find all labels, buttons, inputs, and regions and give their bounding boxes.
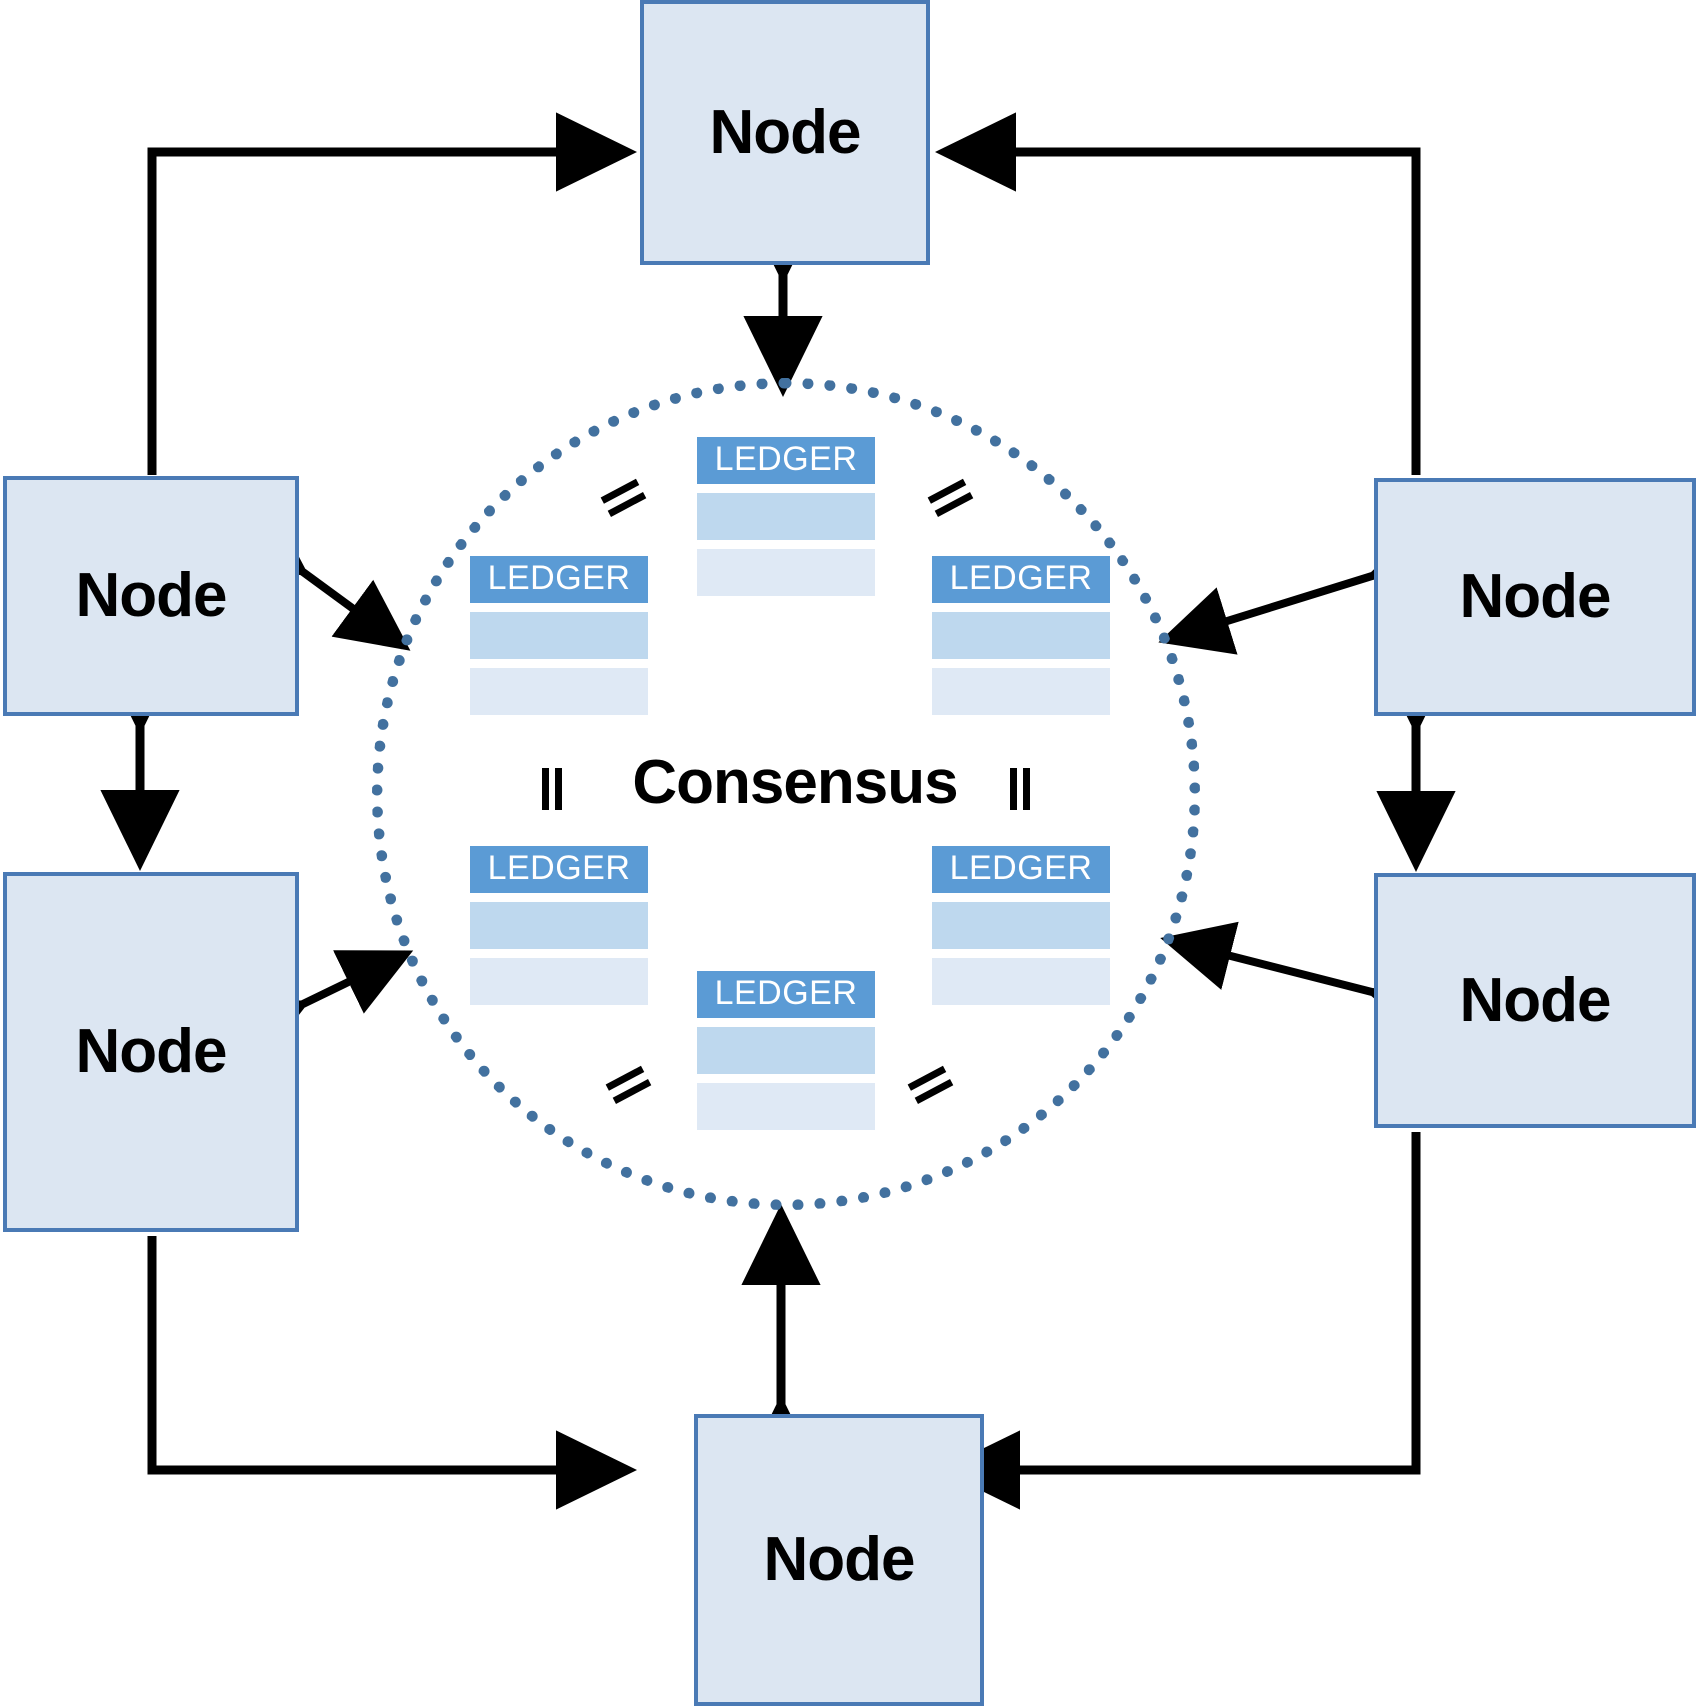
equals-icon: [540, 768, 566, 810]
wire-leftlower-to-bottom: [147, 1236, 637, 1510]
ledger-row: [932, 958, 1110, 1005]
node-label: Node: [75, 561, 228, 630]
wire-rightupper-to-consensus: [1158, 523, 1444, 655]
node-label: Node: [75, 1017, 228, 1086]
ledger-card-upper-left[interactable]: LEDGER: [470, 556, 648, 715]
ledger-header: LEDGER: [470, 556, 648, 603]
ledger-header: LEDGER: [932, 556, 1110, 603]
ledger-row: [697, 493, 875, 540]
ledger-card-lower-right[interactable]: LEDGER: [932, 846, 1110, 1005]
wire-leftlower-to-consensus: [230, 950, 414, 1064]
ledger-row: [697, 1083, 875, 1130]
node-right-lower[interactable]: Node: [1374, 873, 1696, 1128]
wire-leftupper-to-top: [147, 112, 637, 475]
ledger-header: LEDGER: [697, 971, 875, 1018]
consensus-label: Consensus: [632, 748, 958, 817]
node-label: Node: [709, 97, 862, 167]
node-label: Node: [763, 1525, 916, 1594]
ledger-row: [697, 1027, 875, 1074]
ledger-row: [470, 902, 648, 949]
node-label: Node: [1459, 965, 1612, 1035]
node-right-upper[interactable]: Node: [1374, 478, 1696, 716]
ledger-row: [932, 902, 1110, 949]
node-left-upper[interactable]: Node: [3, 476, 299, 716]
ledger-row: [932, 612, 1110, 659]
ledger-row: [932, 668, 1110, 715]
equals-icon: [1008, 768, 1034, 810]
ledger-card-upper-right[interactable]: LEDGER: [932, 556, 1110, 715]
ledger-row: [697, 549, 875, 596]
ledger-row: [470, 668, 648, 715]
ledger-header: LEDGER: [932, 846, 1110, 893]
ledger-row: [470, 958, 648, 1005]
wire-rightupper-to-top: [935, 112, 1421, 475]
node-label: Node: [1459, 562, 1612, 631]
ledger-header: LEDGER: [697, 437, 875, 484]
node-top[interactable]: Node: [640, 0, 930, 265]
node-bottom[interactable]: Node: [694, 1414, 984, 1706]
ledger-card-top[interactable]: LEDGER: [697, 437, 875, 596]
ledger-row: [470, 612, 648, 659]
ledger-header: LEDGER: [470, 846, 648, 893]
node-left-lower[interactable]: Node: [3, 872, 299, 1232]
ledger-card-lower-left[interactable]: LEDGER: [470, 846, 648, 1005]
ledger-card-bottom[interactable]: LEDGER: [697, 971, 875, 1130]
wire-rightlower-to-consensus: [1160, 921, 1443, 1042]
consensus-boundary-circle: [372, 378, 1200, 1210]
wire-rightlower-to-bottom: [939, 1132, 1421, 1510]
wire-leftupper-to-consensus: [230, 505, 411, 651]
